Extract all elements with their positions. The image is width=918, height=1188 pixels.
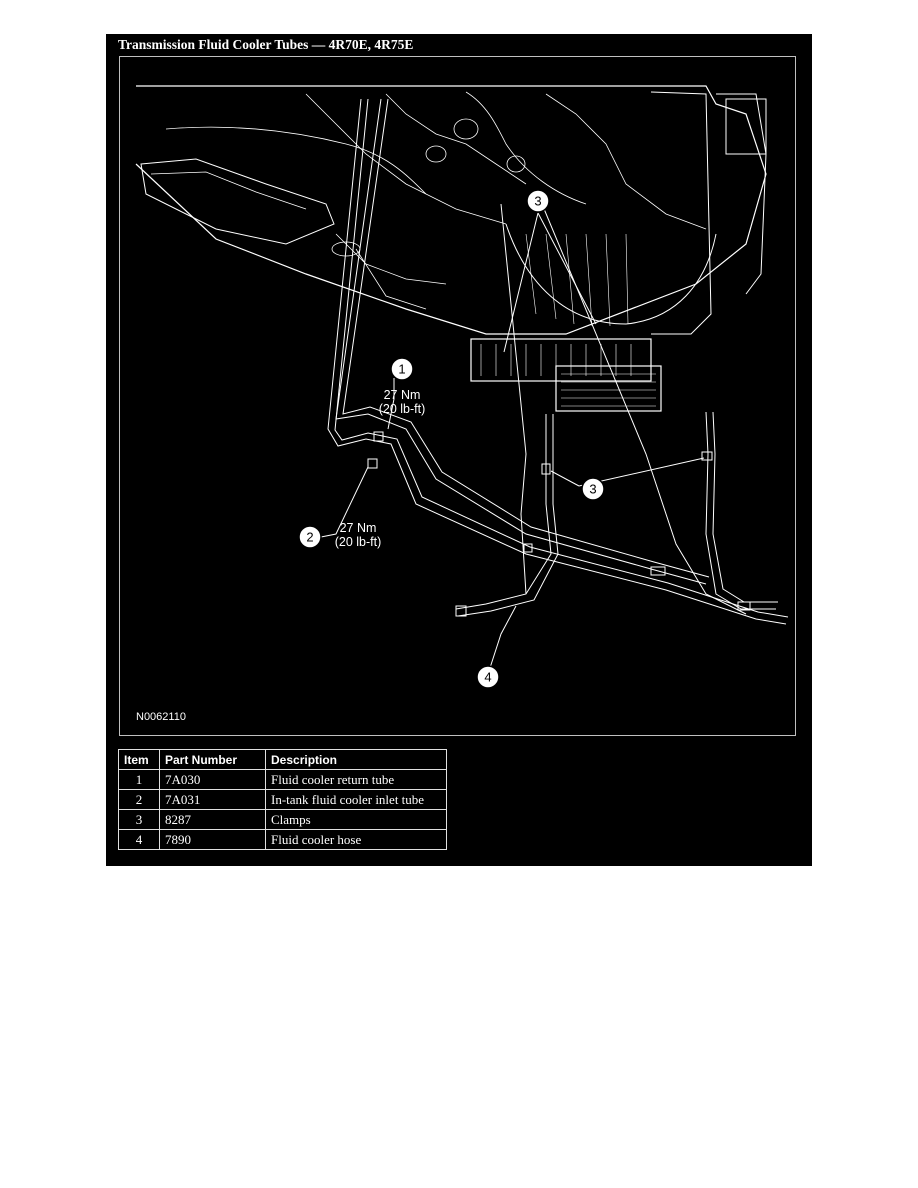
figure-panel: Transmission Fluid Cooler Tubes — 4R70E,…: [106, 34, 812, 866]
row-description: Fluid cooler return tube: [265, 769, 447, 790]
cooler-tubes: [327, 98, 789, 625]
cooler-tube-diagram: 1 27 Nm (20 lb-ft) 2 27 Nm (20 lb-ft) 3 …: [135, 85, 789, 723]
callout-4: 4: [476, 665, 500, 689]
row-part-number: 7A030: [159, 769, 266, 790]
table-row: 2 7A031 In-tank fluid cooler inlet tube: [118, 789, 447, 810]
callout-1: 1 27 Nm (20 lb-ft): [379, 357, 426, 416]
callout-1-torque-nm: 27 Nm: [384, 388, 421, 402]
row-part-number: 7A031: [159, 789, 266, 810]
row-item: 2: [118, 789, 160, 810]
callout-leaders: [320, 212, 705, 675]
row-item: 1: [118, 769, 160, 790]
header-item: Item: [118, 749, 160, 770]
callout-2-number: 2: [306, 530, 313, 545]
callout-2-torque-lbft: (20 lb-ft): [335, 535, 382, 549]
callout-2: 2 27 Nm (20 lb-ft): [298, 521, 382, 549]
callout-1-torque-lbft: (20 lb-ft): [379, 402, 426, 416]
row-part-number: 7890: [159, 829, 266, 850]
callout-3-top-number: 3: [534, 194, 541, 209]
table-header-row: Item Part Number Description: [118, 749, 447, 770]
row-description: Fluid cooler hose: [265, 829, 447, 850]
callout-3-bottom: 3: [581, 477, 605, 501]
callout-1-number: 1: [398, 362, 405, 377]
figure-id: N0062110: [136, 711, 186, 723]
table-row: 3 8287 Clamps: [118, 809, 447, 830]
row-description: In-tank fluid cooler inlet tube: [265, 789, 447, 810]
diagram-frame: [119, 56, 796, 736]
callout-4-number: 4: [484, 670, 491, 685]
table-row: 1 7A030 Fluid cooler return tube: [118, 769, 447, 790]
callout-3-top: 3: [526, 189, 550, 213]
table-row: 4 7890 Fluid cooler hose: [118, 829, 447, 850]
callout-3-bottom-number: 3: [589, 482, 596, 497]
callout-2-torque-nm: 27 Nm: [340, 521, 377, 535]
engine-artwork: [135, 85, 767, 412]
figure-title: Transmission Fluid Cooler Tubes — 4R70E,…: [118, 37, 414, 52]
row-description: Clamps: [265, 809, 447, 830]
parts-table: Item Part Number Description 1 7A030 Flu…: [118, 749, 447, 850]
header-part-number: Part Number: [159, 749, 266, 770]
row-item: 4: [118, 829, 160, 850]
row-item: 3: [118, 809, 160, 830]
header-description: Description: [265, 749, 447, 770]
row-part-number: 8287: [159, 809, 266, 830]
